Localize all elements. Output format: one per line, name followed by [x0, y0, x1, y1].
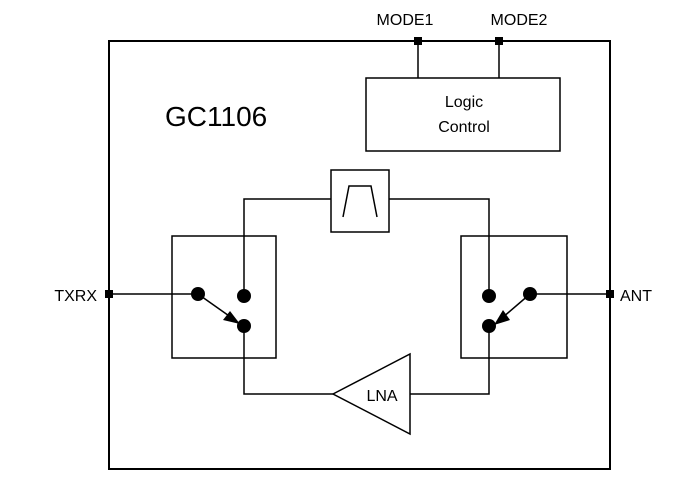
left-switch-block — [171, 235, 277, 359]
logic-control-block — [365, 77, 561, 152]
mode1-pin — [414, 37, 422, 45]
filter-input-wire — [243, 198, 331, 296]
txrx-pin-label: TXRX — [54, 288, 97, 305]
lna-label: LNA — [366, 388, 397, 405]
bandpass-filter-block — [330, 169, 390, 233]
mode2-pin — [495, 37, 503, 45]
lna-amplifier — [331, 352, 411, 436]
filter-output-wire — [389, 198, 490, 296]
ant-pin-label: ANT — [620, 288, 652, 305]
lna-input-wire — [410, 326, 490, 395]
right-switch-lower-contact — [482, 319, 496, 333]
right-switch-arm — [501, 293, 531, 319]
right-switch-block — [460, 235, 568, 359]
left-switch-arm — [197, 293, 233, 319]
left-switch-upper-contact — [237, 289, 251, 303]
left-switch-lower-contact — [237, 319, 251, 333]
ant-pin — [606, 290, 614, 298]
txrx-pin — [105, 290, 113, 298]
right-switch-arrowhead — [494, 310, 510, 325]
chip-part-number: GC1106 — [165, 101, 267, 132]
right-switch-upper-contact — [482, 289, 496, 303]
lna-output-wire — [243, 326, 333, 395]
chip-outline — [108, 40, 611, 470]
logic-control-label-line1: Logic — [445, 94, 483, 111]
logic-control-label-line2: Control — [438, 119, 490, 136]
mode2-pin-label: MODE2 — [491, 12, 548, 29]
bandpass-filter-icon — [342, 185, 378, 218]
left-switch-arrowhead — [223, 311, 240, 324]
mode1-pin-label: MODE1 — [377, 12, 434, 29]
